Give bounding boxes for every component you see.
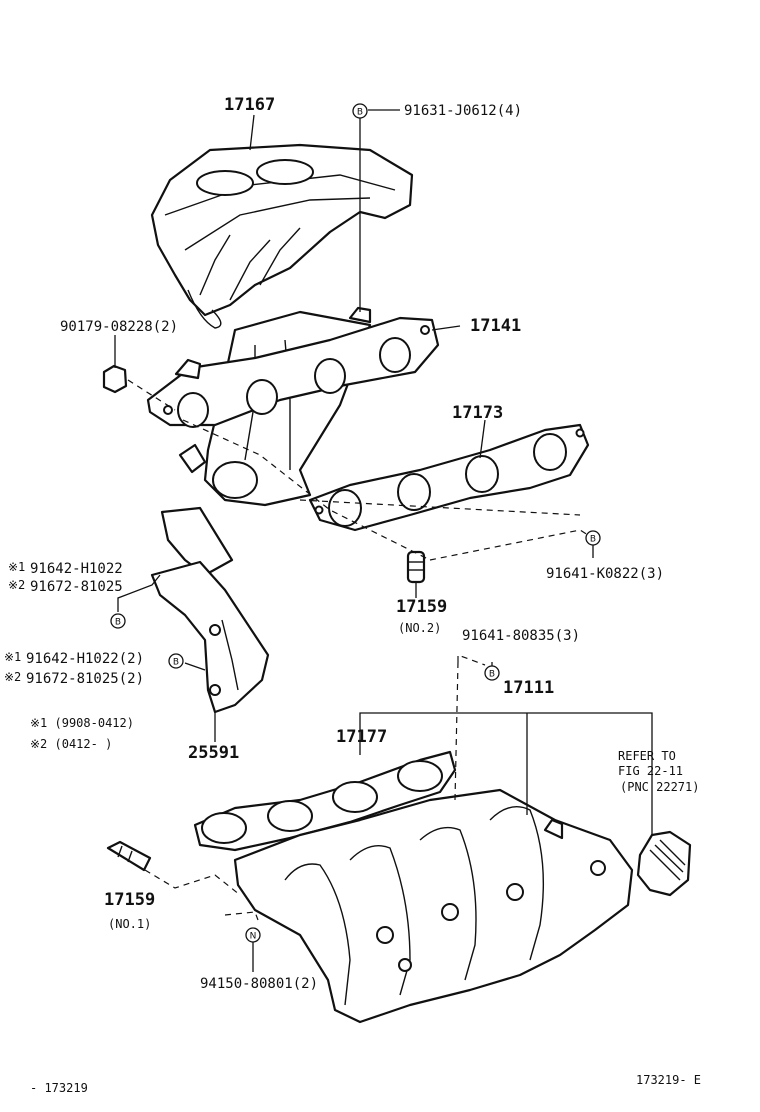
- throttle-gasket: [636, 830, 692, 897]
- heat-insulator-17167: [150, 143, 414, 329]
- marker-n-text: N: [250, 932, 257, 942]
- stud-17159-no2: [406, 550, 426, 584]
- note-mark-2b: ※2: [4, 670, 21, 684]
- note-mark-1a: ※1: [8, 560, 25, 574]
- marker-b-text: B: [357, 108, 363, 118]
- label-17177: 17177: [336, 727, 387, 747]
- marker-b-text: B: [489, 670, 495, 680]
- refer-line-3: (PNC 22271): [620, 780, 699, 794]
- exhaust-manifold-17141: [146, 306, 440, 507]
- leader-lines: [114, 109, 653, 972]
- refer-line-2: FIG 22-11: [618, 764, 683, 778]
- marker-b-91641k: B: [585, 530, 601, 546]
- label-90179: 90179-08228(2): [60, 319, 178, 335]
- gasket-17173: [308, 423, 590, 532]
- nut-90179: [102, 364, 128, 394]
- label-91641-80835: 91641-80835(3): [462, 628, 580, 644]
- marker-b-91631: B: [352, 103, 368, 119]
- label-17167: 17167: [224, 95, 275, 115]
- marker-b-91642a: B: [110, 613, 126, 629]
- note-1: ※1 (9908-0412): [30, 716, 134, 730]
- label-17111: 17111: [503, 678, 554, 698]
- marker-b-text: B: [590, 535, 596, 545]
- marker-b-91641b: B: [484, 665, 500, 681]
- label-91642-h1022-2: 91642-H1022(2): [26, 651, 144, 667]
- marker-n-94150: N: [245, 927, 261, 943]
- label-91642-h1022: 91642-H1022: [30, 561, 123, 577]
- label-91672-81025: 91672-81025: [30, 579, 123, 595]
- label-17173: 17173: [452, 403, 503, 423]
- label-17159-no1: 17159: [104, 890, 155, 910]
- marker-b-91642b: B: [168, 653, 184, 669]
- label-91672-81025-2: 91672-81025(2): [26, 671, 144, 687]
- bracket-25591: [150, 506, 270, 714]
- label-no1: (NO.1): [108, 917, 151, 931]
- marker-b-text: B: [173, 658, 179, 668]
- label-91641-k0822: 91641-K0822(3): [546, 566, 664, 582]
- label-94150: 94150-80801(2): [200, 976, 318, 992]
- marker-b-text: B: [115, 618, 121, 628]
- note-mark-2a: ※2: [8, 578, 25, 592]
- label-17159-no2: 17159: [396, 597, 447, 617]
- label-25591: 25591: [188, 743, 239, 763]
- intake-manifold-17111: [233, 788, 634, 1024]
- gasket-17177: [193, 750, 457, 852]
- note-mark-1b: ※1: [4, 650, 21, 664]
- label-91631: 91631-J0612(4): [404, 103, 522, 119]
- note-2: ※2 (0412- ): [30, 737, 112, 751]
- refer-line-1: REFER TO: [618, 749, 676, 763]
- label-17141: 17141: [470, 316, 521, 336]
- footer-right: 173219- E: [636, 1073, 701, 1087]
- stud-17159-no1: [106, 840, 152, 872]
- dashed-guides: [127, 379, 589, 921]
- footer-left: - 173219: [30, 1081, 88, 1095]
- label-no2: (NO.2): [398, 621, 441, 635]
